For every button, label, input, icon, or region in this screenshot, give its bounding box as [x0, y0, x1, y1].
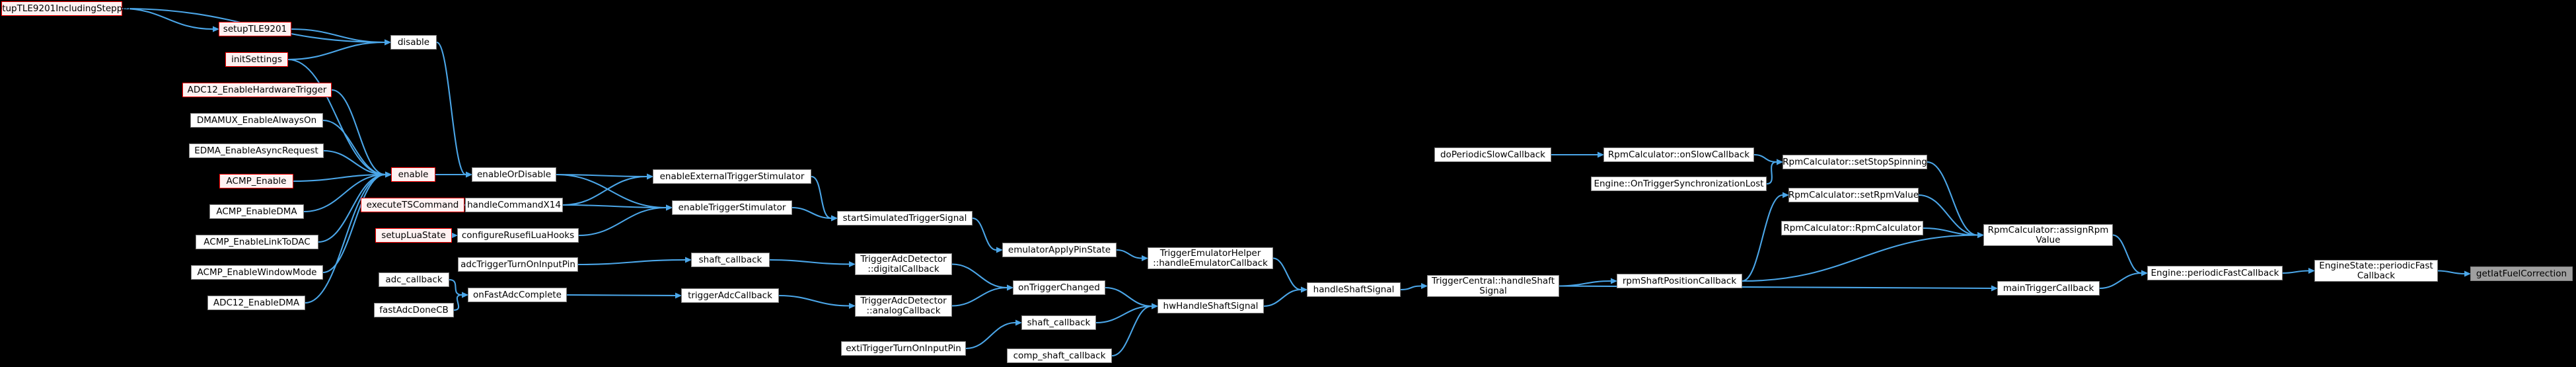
graph-edge [453, 294, 462, 311]
graph-node[interactable]: initSettings [225, 52, 288, 67]
graph-node[interactable]: fastAdcDoneCB [374, 303, 454, 317]
graph-edge [293, 173, 386, 183]
graph-edge [122, 7, 213, 30]
graph-edge [2099, 272, 2142, 290]
graph-node[interactable]: RpmCalculator::onSlowCallback [1603, 147, 1754, 162]
graph-edge [566, 294, 676, 297]
graph-node[interactable]: ACMP_Enable [219, 174, 293, 188]
graph-node[interactable]: triggerAdcCallback [681, 288, 779, 303]
graph-edge [1766, 161, 1777, 185]
graph-node[interactable]: rpmShaftPositionCallback [1617, 274, 1742, 288]
graph-node[interactable]: EDMA_EnableAsyncRequest [189, 143, 324, 158]
graph-node[interactable]: TriggerAdcDetector ::digitalCallback [855, 253, 952, 275]
graph-node[interactable]: disable [390, 35, 437, 50]
graph-edge [436, 41, 466, 176]
graph-node[interactable]: comp_shaft_callback [1007, 348, 1112, 363]
graph-node[interactable]: ACMP_EnableDMA [209, 204, 304, 219]
graph-node[interactable]: ADC12_EnableDMA [207, 296, 305, 310]
graph-node[interactable]: extiTriggerTurnOnInputPin [841, 341, 966, 356]
graph-node[interactable]: onFastAdcComplete [468, 288, 567, 302]
graph-node[interactable]: Engine::OnTriggerSynchronizationLost [1591, 177, 1767, 191]
graph-edge [562, 175, 647, 206]
graph-node[interactable]: onTriggerChanged [1013, 280, 1105, 295]
graph-node[interactable]: setupLuaState [375, 228, 452, 243]
graph-node[interactable]: hwHandleShaftSignal [1158, 299, 1264, 313]
graph-edge [2112, 234, 2142, 274]
graph-edge [1105, 286, 1152, 307]
graph-edge [1272, 257, 1302, 291]
graph-node[interactable]: RpmCalculator::setStopSpinning [1783, 155, 1927, 169]
graph-edge [323, 149, 386, 176]
graph-edge [1918, 194, 1978, 236]
graph-edge [1923, 227, 1978, 236]
graph-node[interactable]: enableOrDisable [472, 167, 556, 182]
graph-edge [1263, 288, 1302, 307]
graph-node[interactable]: DMAMUX_EnableAlwaysOn [190, 113, 323, 128]
graph-node[interactable]: shaft_callback [1021, 315, 1096, 330]
graph-node[interactable]: ACMP_EnableLinkToDAC [196, 235, 318, 249]
graph-edge [965, 321, 1016, 350]
graph-edge [331, 89, 386, 176]
graph-node[interactable]: enableTriggerStimulator [672, 200, 792, 215]
graph-node[interactable]: emulatorApplyPinState [1002, 243, 1117, 257]
graph-node[interactable]: ACMP_EnableWindowMode [191, 265, 323, 280]
graph-node[interactable]: EngineState::periodicFast Callback [2314, 260, 2438, 282]
graph-node[interactable]: TriggerAdcDetector ::analogCallback [855, 295, 952, 317]
graph-node[interactable]: doPeriodicSlowCallback [1434, 147, 1551, 162]
graph-node[interactable]: executeTSCommand [361, 198, 464, 212]
graph-edge [1095, 305, 1152, 324]
graph-edge [1111, 305, 1152, 357]
graph-edge [1753, 153, 1777, 163]
graph-edge [811, 175, 832, 220]
graph-edge [449, 278, 462, 296]
graph-edge [1742, 194, 1783, 282]
graph-node[interactable]: startSimulatedTriggerSignal [837, 211, 973, 225]
graph-node[interactable]: RpmCalculator::assignRpm Value [1983, 224, 2113, 246]
graph-node[interactable]: Engine::periodicFastCallback [2147, 266, 2283, 280]
graph-edge [1559, 280, 1611, 287]
graph-edge [1400, 285, 1422, 291]
graph-edge [769, 259, 850, 265]
graph-node[interactable]: adcTriggerTurnOnInputPin [458, 257, 578, 272]
graph-node[interactable]: getIatFuelCorrection [2470, 266, 2573, 281]
graph-node[interactable]: enable [391, 167, 435, 182]
graph-edge [778, 294, 850, 307]
graph-edge [1116, 249, 1142, 259]
graph-node[interactable]: RpmCalculator::RpmCalculator [1781, 221, 1923, 235]
graph-edge [578, 206, 667, 237]
graph-node[interactable]: setupTLE9201 [219, 22, 291, 36]
graph-edge [556, 173, 667, 209]
graph-edge [2282, 270, 2309, 274]
graph-node[interactable]: RpmCalculator::setRpmValue [1788, 188, 1919, 202]
graph-edge [1742, 234, 1978, 282]
graph-node[interactable]: ADC12_EnableHardwareTrigger [182, 83, 332, 97]
graph-node[interactable]: adc_callback [379, 272, 449, 287]
graph-edge [791, 206, 832, 220]
graph-edge [556, 173, 647, 178]
graph-edge [951, 263, 1008, 289]
graph-node[interactable]: mainTriggerCallback [1997, 281, 2100, 296]
graph-node[interactable]: TriggerCentral::handleShaft Signal [1427, 275, 1559, 297]
graph-edge [972, 217, 997, 251]
graph-edge [577, 259, 686, 266]
graph-edge [322, 119, 386, 176]
graph-edge [287, 41, 385, 61]
graph-node[interactable]: configureRusefiLuaHooks [457, 228, 579, 243]
graph-node[interactable]: shaft_callback [691, 253, 770, 267]
graph-node[interactable]: setupTLE9201IncludingStepper [0, 1, 131, 16]
graph-edge [562, 204, 667, 209]
graph-node[interactable]: enableExternalTriggerStimulator [653, 169, 811, 184]
graph-edge [1927, 161, 1978, 236]
graph-edge [2437, 270, 2465, 275]
graph-edge [291, 28, 385, 44]
graph-node[interactable]: TriggerEmulatorHelper ::handleEmulatorCa… [1148, 247, 1273, 269]
graph-edge [322, 173, 386, 274]
graph-node[interactable]: handleCommandX14 [465, 198, 563, 212]
graph-node[interactable]: handleShaftSignal [1307, 282, 1401, 297]
graph-edge [951, 286, 1008, 307]
